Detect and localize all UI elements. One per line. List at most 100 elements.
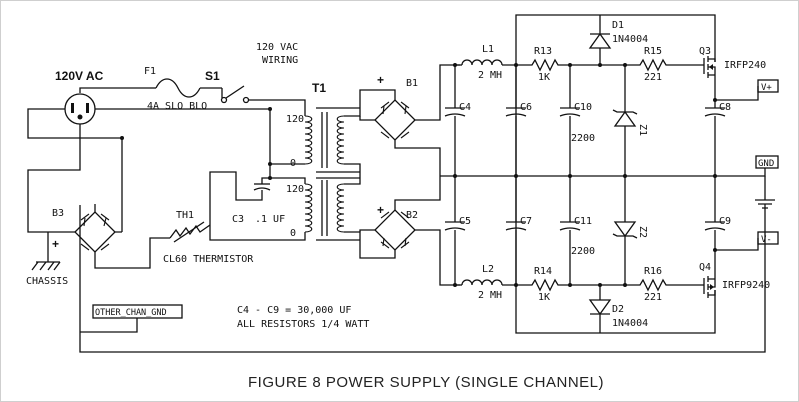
label-q3-part: IRFP240 [724,60,766,71]
label-tap-120-bot: 120 [286,184,304,195]
wire-sec-bot-a [344,231,396,259]
label-s1: S1 [205,69,220,83]
fuse-f1 [150,78,222,98]
wire-hot [79,87,150,93]
wire-neutral [95,108,271,148]
label-r13-value: 1K [538,72,550,83]
resistor-r14 [526,278,600,292]
label-q4-part: IRFP9240 [722,280,770,291]
label-tap-120-top: 120 [286,114,304,125]
thermistor-th1 [149,221,211,250]
label-b3-plus: + [52,237,59,251]
junction-dots [120,63,717,287]
vplus-terminal [757,79,779,93]
label-l1: L1 [482,44,494,55]
label-c11: C11 [574,216,592,227]
wire-gnd [755,168,766,177]
label-d1-part: 1N4004 [612,34,648,45]
wire-primary-bottom [209,225,306,241]
vminus-terminal [757,231,779,245]
label-thermistor: CL60 THERMISTOR [163,254,254,265]
label-d1: D1 [612,20,624,31]
label-b2-plus: + [377,203,384,217]
ac-outlet [64,93,96,125]
label-wiring-1: 120 VAC [256,42,298,53]
zener-z1 [612,65,638,176]
label-q3: Q3 [699,46,711,57]
label-chassis: CHASSIS [26,276,68,287]
label-r14: R14 [534,266,552,277]
mosfet-q4 [700,264,716,298]
note-resistors: ALL RESISTORS 1/4 WATT [237,319,369,330]
label-t1: T1 [312,81,326,95]
bridge-b2 [359,176,460,286]
wire-sec-top-a [344,89,396,117]
wire-outlet-lower [27,124,81,233]
wire-bottom-bus [515,285,716,334]
wire-other-gnd [79,205,766,353]
label-gnd: GND [758,159,774,169]
bridge-b3 [48,204,151,269]
label-c6: C6 [520,102,532,113]
label-r13: R13 [534,46,552,57]
gnd-terminal [755,155,779,169]
resistor-r13 [526,58,600,72]
capacitor-c9 [704,176,726,264]
wire-other-gnd-tap [80,318,138,333]
label-c3-value: .1 UF [255,214,285,225]
capacitor-c5 [444,176,466,285]
label-r16-value: 221 [644,292,662,303]
wire-top-bus [515,14,716,65]
label-l2-value: 2 MH [478,290,502,301]
capacitor-c4 [444,65,466,176]
label-wiring-2: WIRING [262,55,298,66]
wire-vminus [715,238,759,251]
label-fuse-rating: 4A SLO BLO [147,101,207,112]
capacitor-c11 [559,176,581,285]
label-ac-in: 120V AC [55,69,104,83]
wire-sec-ct [344,163,361,176]
label-r14-value: 1K [538,292,550,303]
label-th1: TH1 [176,210,194,221]
label-c4: C4 [459,102,471,113]
label-c7: C7 [520,216,532,227]
label-r15: R15 [644,46,662,57]
label-tap-0-bot: 0 [290,228,296,239]
earth-ground-symbol [755,176,775,209]
label-b1: B1 [406,78,418,89]
label-c10: C10 [574,102,592,113]
resistor-r15 [600,58,700,72]
chassis-ground-symbol [31,232,61,271]
label-other-chan-gnd: OTHER_CHAN_GND [95,308,167,318]
label-c5: C5 [459,216,471,227]
mosfet-q3 [700,56,716,88]
label-c10-value: 2200 [571,133,595,144]
figure-caption: FIGURE 8 POWER SUPPLY (SINGLE CHANNEL) [248,374,604,391]
diode-d2 [588,285,612,333]
switch-s1 [220,85,306,116]
label-b1-plus: + [377,73,384,87]
resistor-r16 [600,278,700,292]
capacitor-c7 [505,176,527,285]
capacitor-c6 [505,65,527,176]
label-d2-part: 1N4004 [612,318,648,329]
label-vplus: V+ [761,83,772,93]
diode-d1 [588,15,612,65]
wire-primary-link [269,163,306,184]
capacitor-c10 [559,65,581,176]
label-f1: F1 [144,66,156,77]
label-c11-value: 2200 [571,246,595,257]
wire-outlet-ground [27,108,123,232]
note-caps: C4 - C9 = 30,000 UF [237,305,351,316]
label-tap-0-top: 0 [290,158,296,169]
label-c8: C8 [719,102,731,113]
wire-sec-ct2 [344,176,361,185]
label-r15-value: 221 [644,72,662,83]
capacitor-c3 [209,171,271,225]
bridge-b1 [359,64,460,176]
label-d2: D2 [612,304,624,315]
wire-vplus [715,86,759,101]
label-q4: Q4 [699,262,711,273]
label-l2: L2 [482,264,494,275]
